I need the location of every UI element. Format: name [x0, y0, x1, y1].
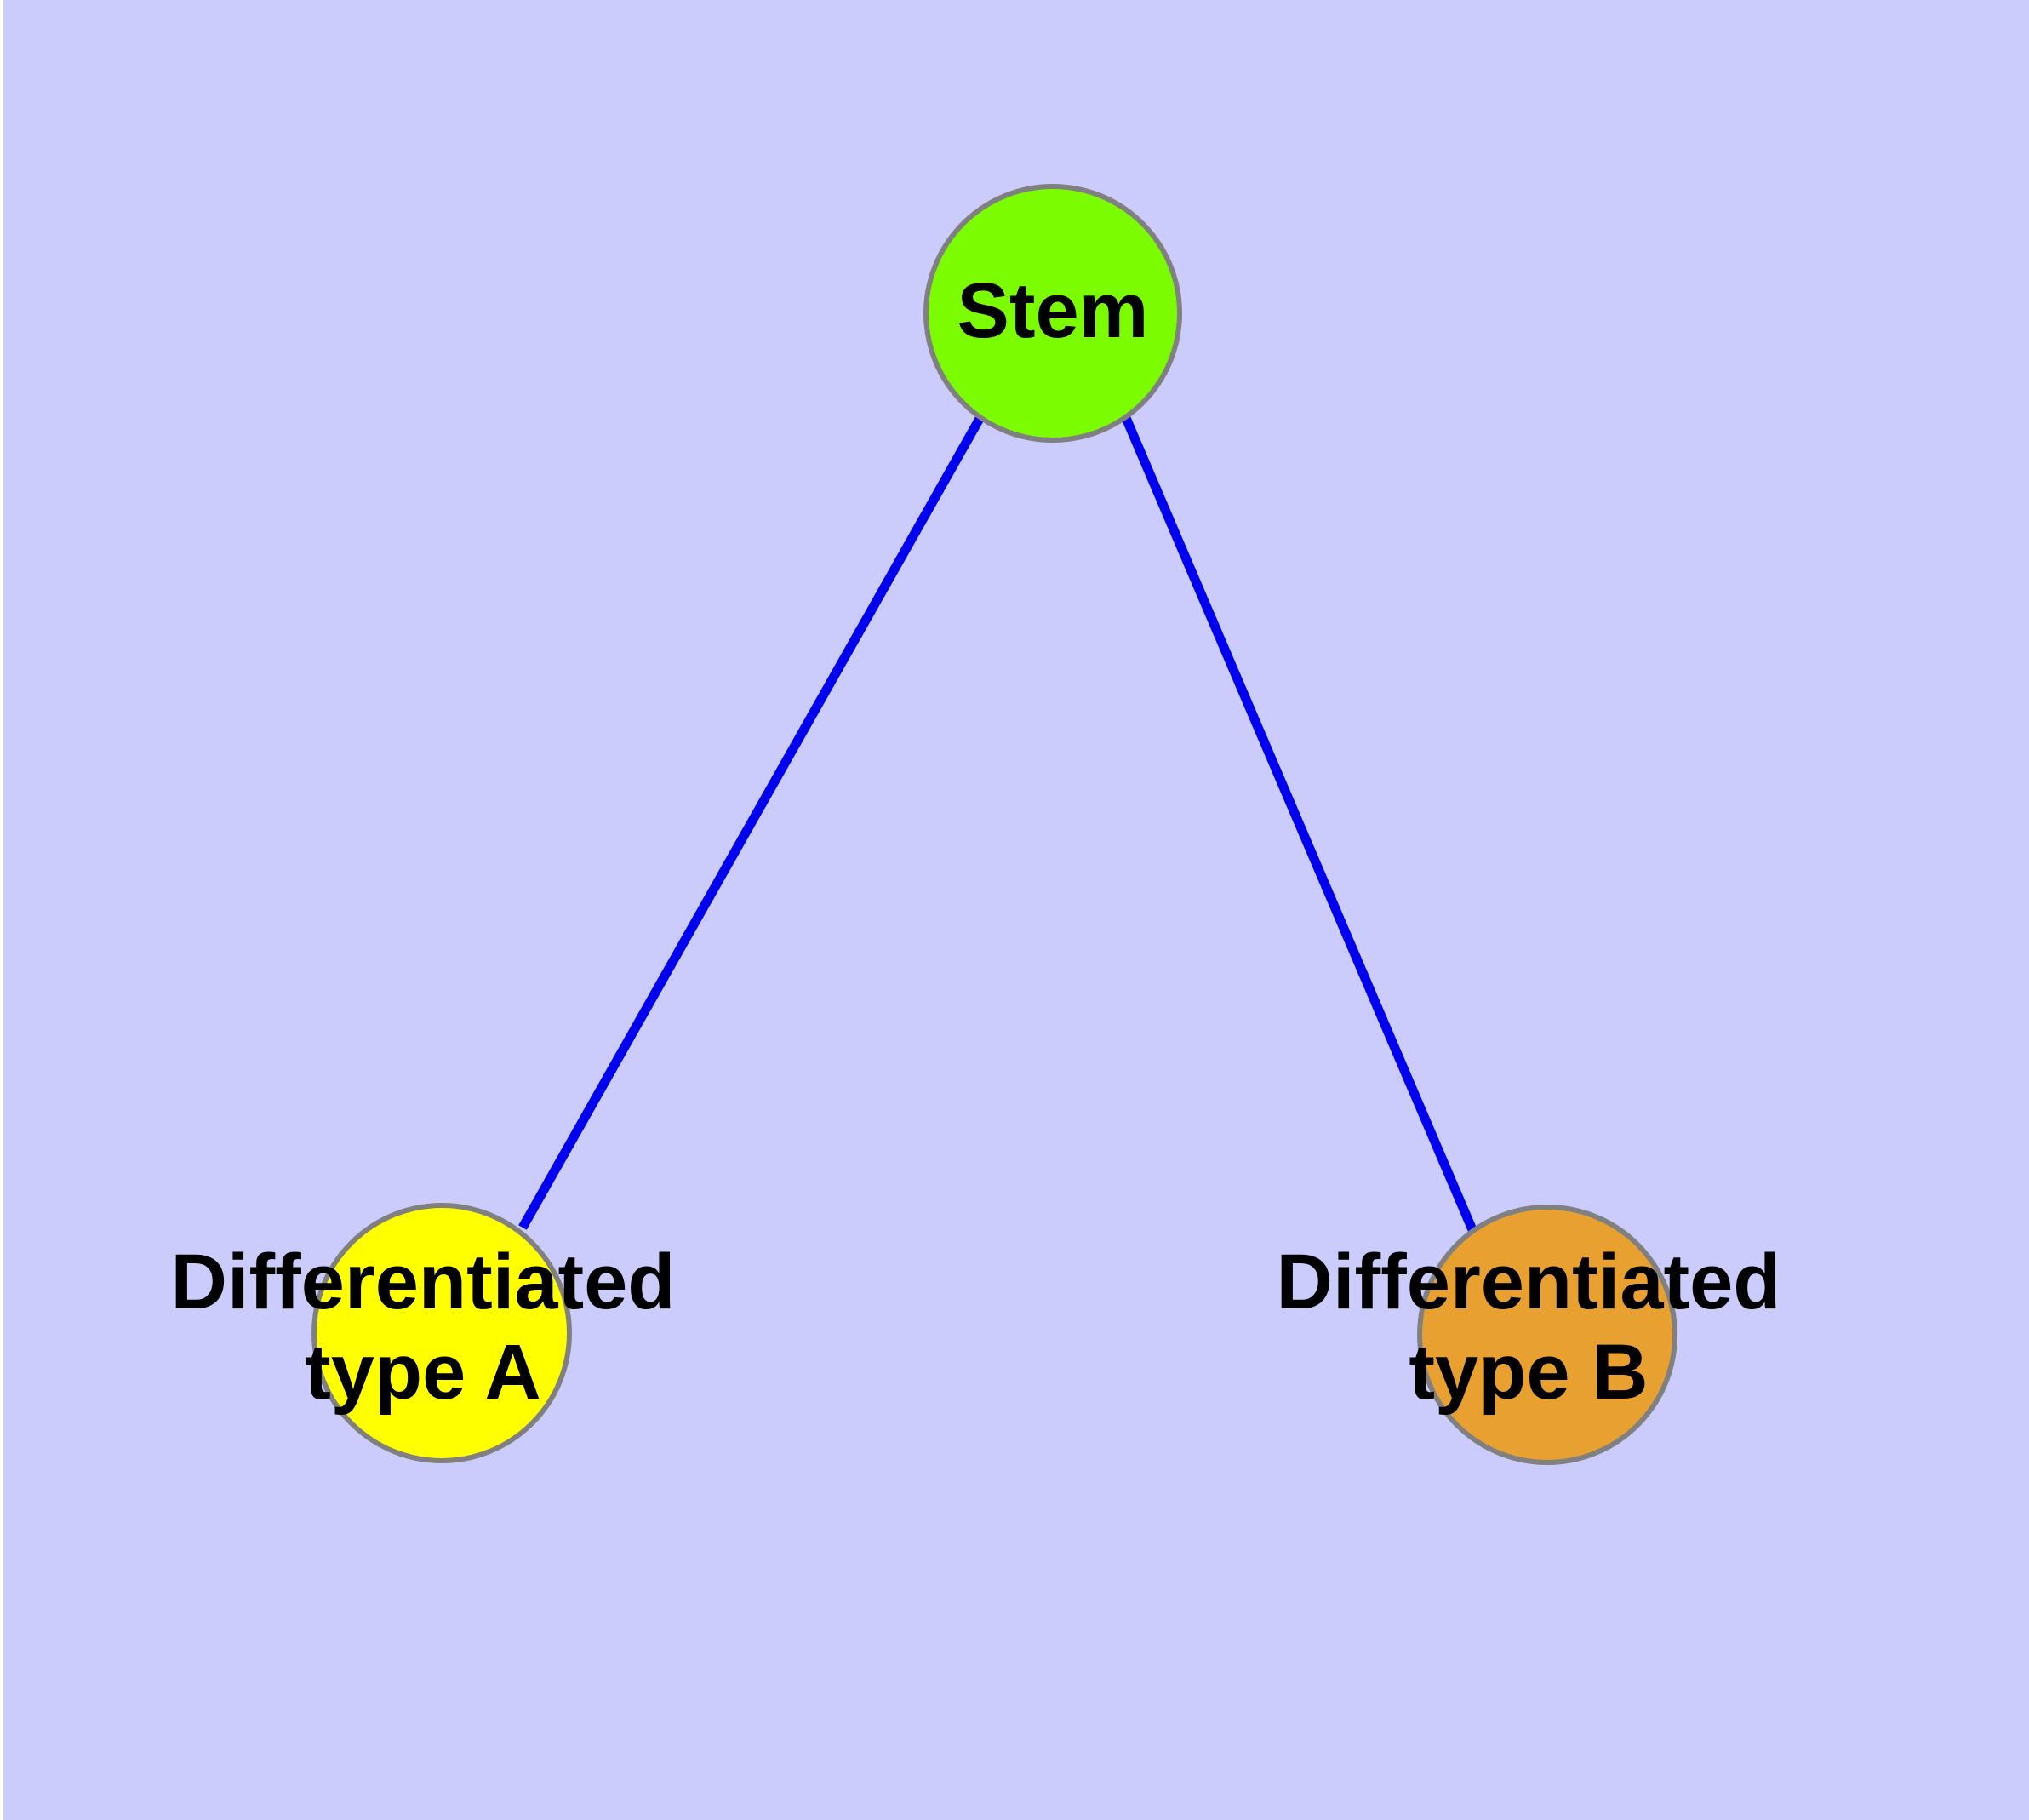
graph-edge-stem-to-diff-a[interactable]	[518, 415, 985, 1230]
node-label-line: Stem	[957, 267, 1149, 354]
node-label-line: Differentiated	[1277, 1239, 1781, 1325]
node-circle-diff-b[interactable]	[1417, 1205, 1677, 1465]
node-label-line: type A	[305, 1329, 541, 1416]
node-circle-stem[interactable]	[923, 184, 1182, 443]
node-label-stem: Stem	[957, 267, 1149, 354]
edges-group	[518, 415, 1478, 1234]
graph-node-diff-a[interactable]	[311, 1203, 572, 1463]
graph-edge-stem-to-diff-b[interactable]	[1121, 415, 1478, 1234]
node-label-line: Differentiated	[171, 1239, 676, 1325]
node-circle-diff-a[interactable]	[311, 1203, 572, 1463]
graph-node-diff-b[interactable]	[1417, 1205, 1677, 1465]
node-label-line: type B	[1409, 1329, 1648, 1416]
graph-node-stem[interactable]	[923, 184, 1182, 443]
